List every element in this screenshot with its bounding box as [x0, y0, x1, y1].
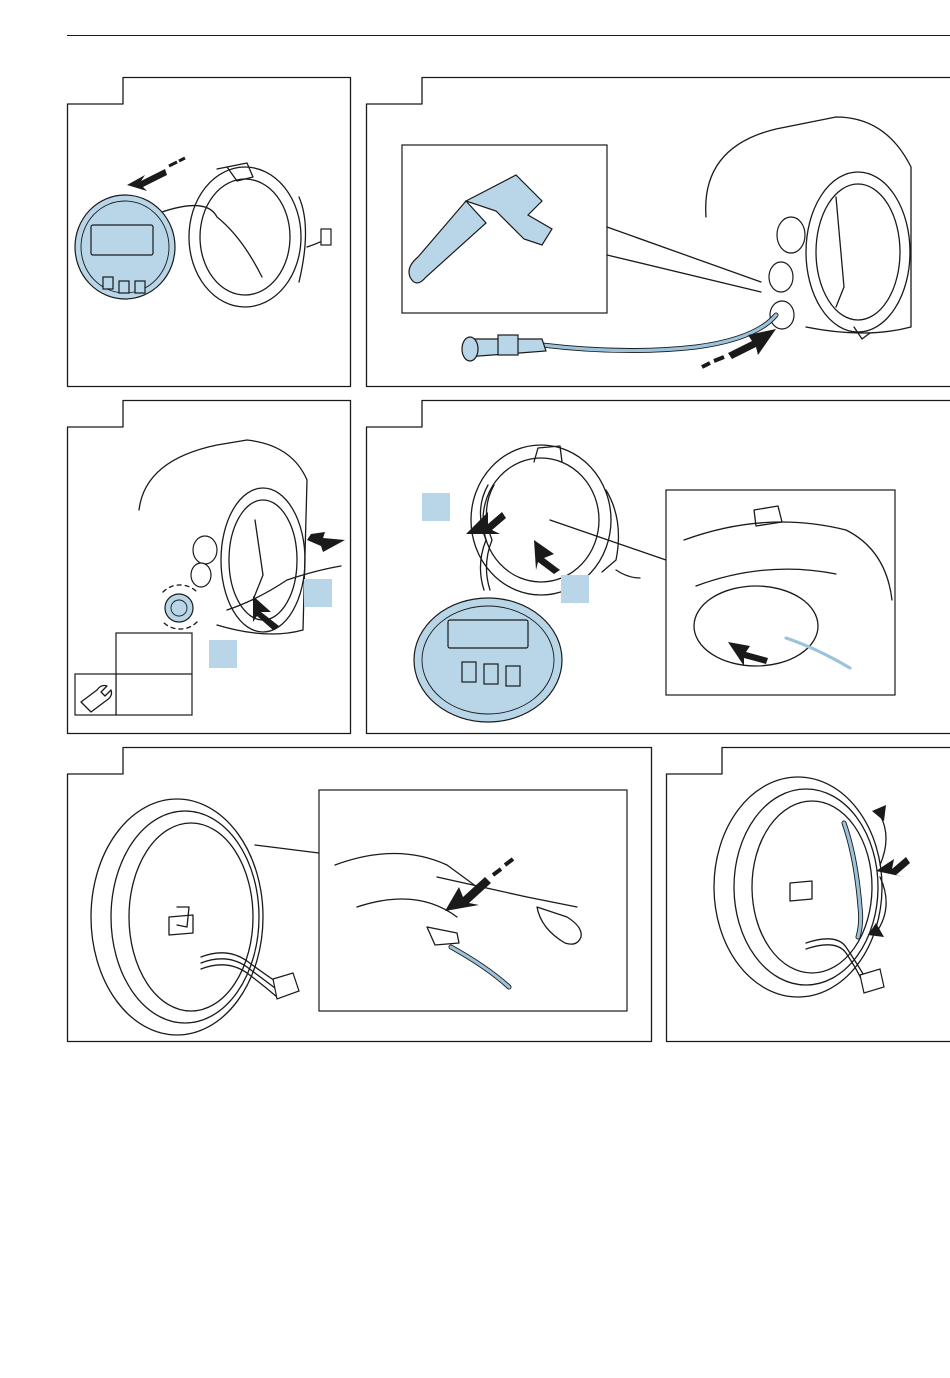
step-panel-1 [67, 77, 351, 387]
wrench-icon [76, 675, 115, 714]
step-5-illustration [67, 747, 652, 1042]
step-2-illustration [366, 77, 950, 387]
step-3-marker-a [304, 579, 332, 607]
step-panel-5 [67, 747, 652, 1042]
step-panel-3 [67, 400, 351, 734]
step-4-marker-a [422, 493, 450, 521]
step-panel-4 [366, 400, 950, 734]
step-panel-6 [666, 747, 950, 1042]
step-6-illustration [666, 747, 950, 1042]
step-4-marker-b [561, 575, 589, 603]
step-3-marker-b [209, 640, 237, 668]
header-rule [67, 35, 950, 36]
step-4-illustration [366, 400, 950, 734]
step-1-illustration [67, 77, 351, 387]
step-panel-2 [366, 77, 950, 387]
